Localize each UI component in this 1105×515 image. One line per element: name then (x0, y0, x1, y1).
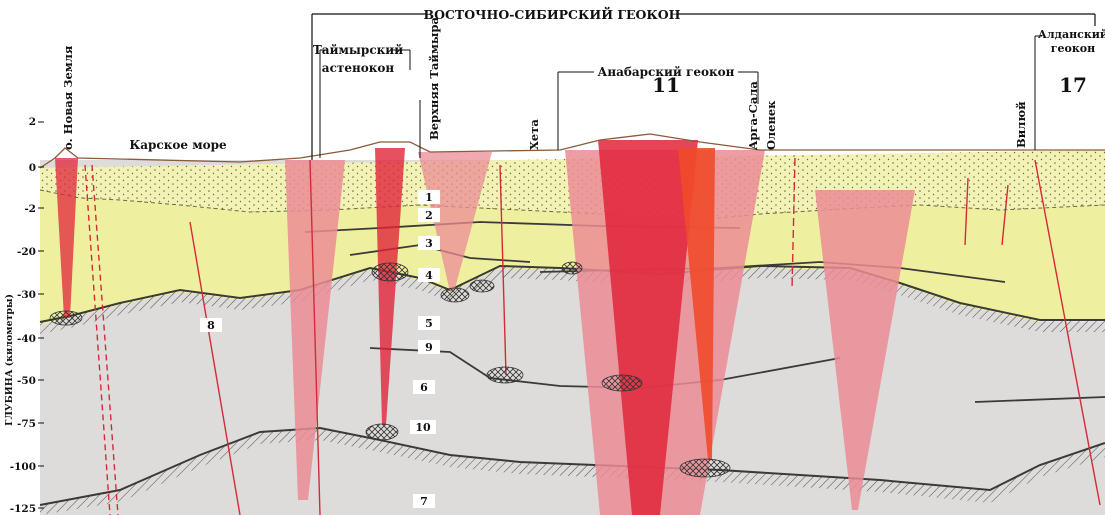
layer-label-1: 1 (425, 191, 433, 204)
label-arga-sala: Арга-Сала (746, 81, 760, 150)
top-title: ВОСТОЧНО-СИБИРСКИЙ ГЕОКОН (424, 6, 681, 22)
y-tick: -30 (17, 289, 36, 301)
y-tick: -125 (10, 503, 36, 515)
layer-label-3: 3 (425, 237, 433, 250)
layer-label-2: 2 (425, 209, 433, 222)
y-tick: -2 (24, 203, 36, 215)
anabar-geocon-group: Анабарский геокон 11 (558, 65, 758, 150)
layer-label-6: 6 (420, 381, 428, 394)
label-kara-sea: Карское море (129, 138, 227, 152)
taimyr-asthenocon-label-2: астенокон (322, 61, 395, 75)
aldan-geocon-number: 17 (1059, 73, 1087, 97)
label-kheta: Хета (527, 119, 541, 150)
layer-label-8: 8 (207, 319, 215, 332)
y-tick: 2 (29, 116, 36, 128)
label-novaya-zemlya: о. Новая Земля (61, 45, 75, 150)
aldan-geocon-group: Алданский геокон 17 (1035, 28, 1105, 150)
y-axis-label: ГЛУБИНА (километры) (4, 294, 15, 426)
label-olenek: Оленек (764, 100, 778, 150)
taimyr-asthenocon-label-1: Таймырский (313, 43, 403, 57)
layer-label-4: 4 (425, 269, 433, 282)
y-tick: -40 (17, 333, 36, 345)
aldan-geocon-label-1: Алданский (1038, 28, 1105, 41)
y-tick: 0 (29, 162, 36, 174)
y-tick: -50 (17, 375, 36, 387)
aldan-geocon-label-2: геокон (1051, 42, 1095, 55)
taimyr-asthenocon-group: Таймырский астенокон (313, 43, 420, 158)
y-tick: -75 (17, 418, 36, 430)
label-vilyuy: Вилюй (1014, 101, 1028, 148)
layer-label-10: 10 (415, 421, 431, 434)
y-tick: -100 (10, 461, 36, 473)
label-upper-taimyra: Верхняя Таймыра (427, 17, 441, 140)
layer-label-5: 5 (425, 317, 433, 330)
layer-label-9: 9 (425, 341, 433, 354)
layer-label-7: 7 (420, 495, 428, 508)
anabar-geocon-number: 11 (652, 73, 680, 97)
y-tick: -20 (17, 246, 36, 258)
